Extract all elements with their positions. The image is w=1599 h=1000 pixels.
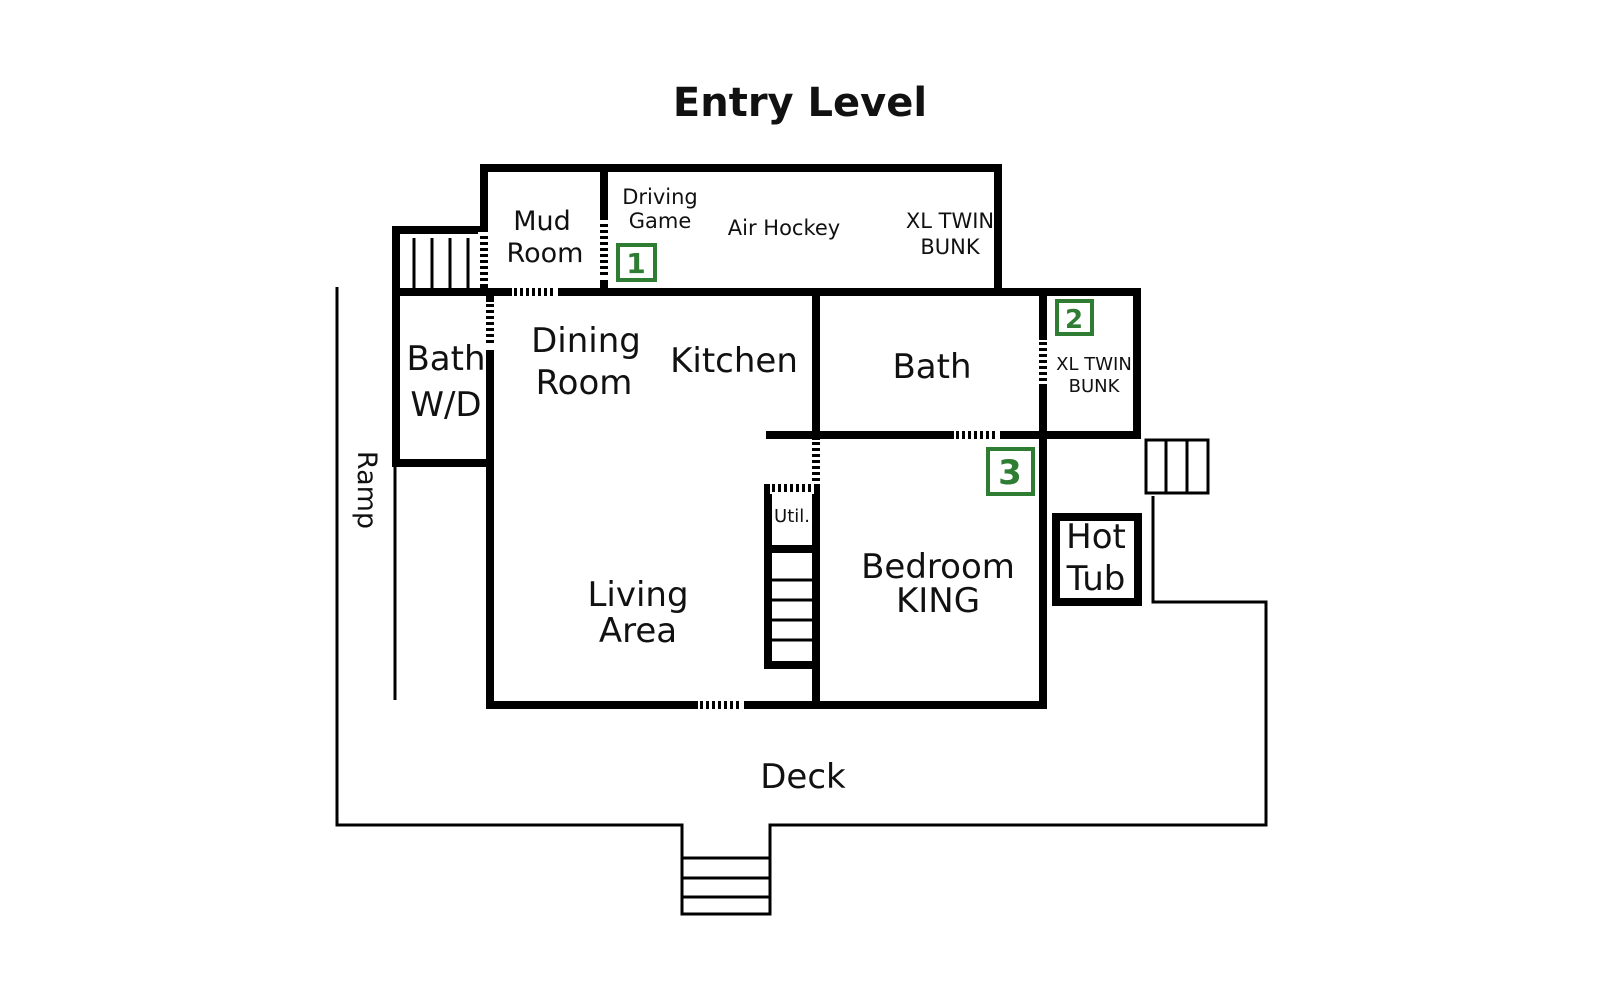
room-label: Hot xyxy=(1066,517,1126,557)
room-label: Game xyxy=(629,209,692,233)
room-bath-wd: Bath W/D xyxy=(406,339,485,425)
room-mud-room: Mud Room xyxy=(507,206,584,269)
left-outdoor-stairs xyxy=(394,238,470,288)
room-label: Tub xyxy=(1066,559,1126,599)
right-outdoor-stairs xyxy=(1144,438,1210,495)
room-label: Room xyxy=(536,363,633,403)
doors xyxy=(478,220,1049,711)
room-label: BUNK xyxy=(920,235,980,259)
room-label: BUNK xyxy=(1069,376,1121,397)
hot-tub-outline xyxy=(1052,513,1142,606)
deck-outline xyxy=(335,287,1268,916)
room-label: XL TWIN xyxy=(906,209,994,233)
room-label: Bedroom xyxy=(861,547,1015,587)
room-label: W/D xyxy=(410,385,481,425)
room-label: Driving xyxy=(622,185,698,209)
marker-number: 2 xyxy=(1065,305,1083,335)
ramp-label: Ramp xyxy=(351,451,382,529)
room-dining-room: Dining Room xyxy=(531,321,641,403)
marker-number: 3 xyxy=(998,453,1022,493)
room-label: Room xyxy=(507,238,584,269)
room-label: Living xyxy=(587,575,688,615)
page-title: Entry Level xyxy=(673,80,927,126)
room-hot-tub: Hot Tub xyxy=(1066,517,1126,599)
room-xl-twin-bunk-right: XL TWIN BUNK xyxy=(1056,354,1132,397)
room-label: XL TWIN xyxy=(1056,354,1132,375)
room-bedroom-king: Bedroom KING xyxy=(861,547,1015,621)
marker-3: 3 xyxy=(986,447,1035,496)
room-driving-game: Driving Game xyxy=(622,185,698,233)
marker-number: 1 xyxy=(626,247,645,280)
marker-1: 1 xyxy=(616,243,657,282)
room-living-area: Living Area xyxy=(587,575,688,651)
marker-2: 2 xyxy=(1055,299,1094,336)
room-kitchen: Kitchen xyxy=(670,341,798,381)
room-deck: Deck xyxy=(760,757,846,797)
room-label: Mud xyxy=(513,206,571,237)
room-util: Util. xyxy=(774,506,810,527)
room-bath: Bath xyxy=(892,347,971,387)
room-label: Dining xyxy=(531,321,641,361)
room-label: Area xyxy=(599,611,677,651)
room-air-hockey: Air Hockey xyxy=(728,216,840,240)
interior-stairs xyxy=(772,578,812,642)
room-label: KING xyxy=(896,581,980,621)
room-xl-twin-bunk-top: XL TWIN BUNK xyxy=(906,209,994,259)
walls xyxy=(392,164,1141,709)
room-label: Bath xyxy=(406,339,485,379)
